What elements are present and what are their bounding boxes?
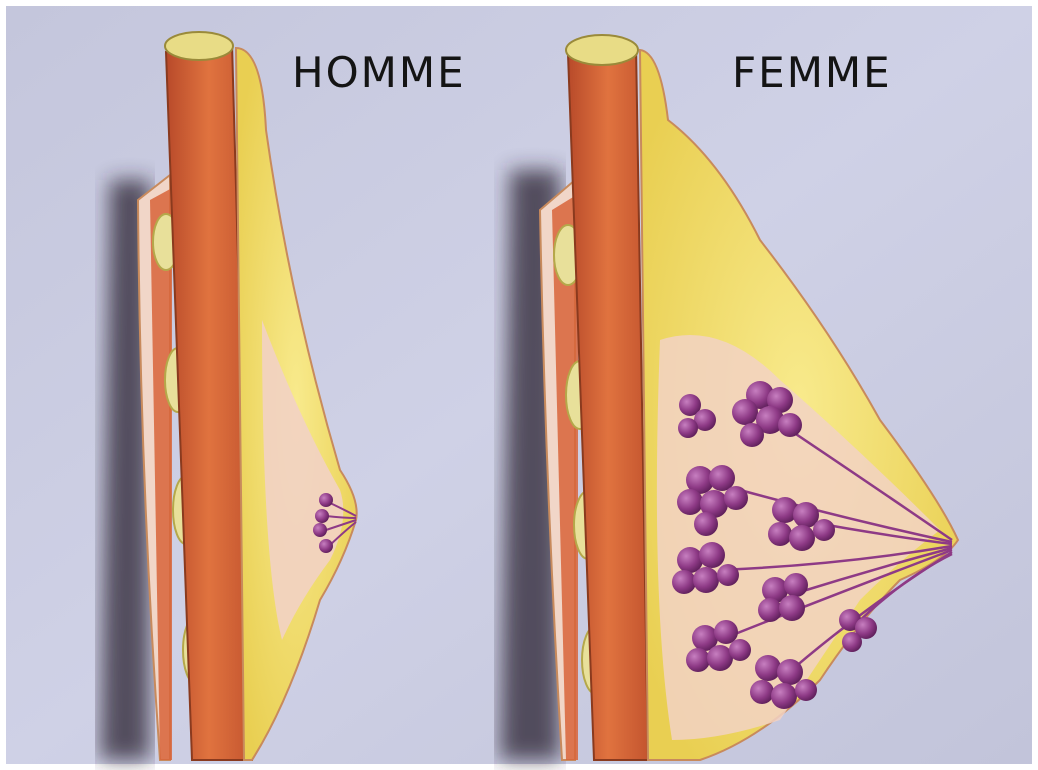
label-femme: FEMME [732, 52, 892, 94]
female-muscle-cap [566, 35, 638, 65]
male-muscle-cap [165, 32, 233, 60]
label-homme: HOMME [292, 52, 466, 94]
